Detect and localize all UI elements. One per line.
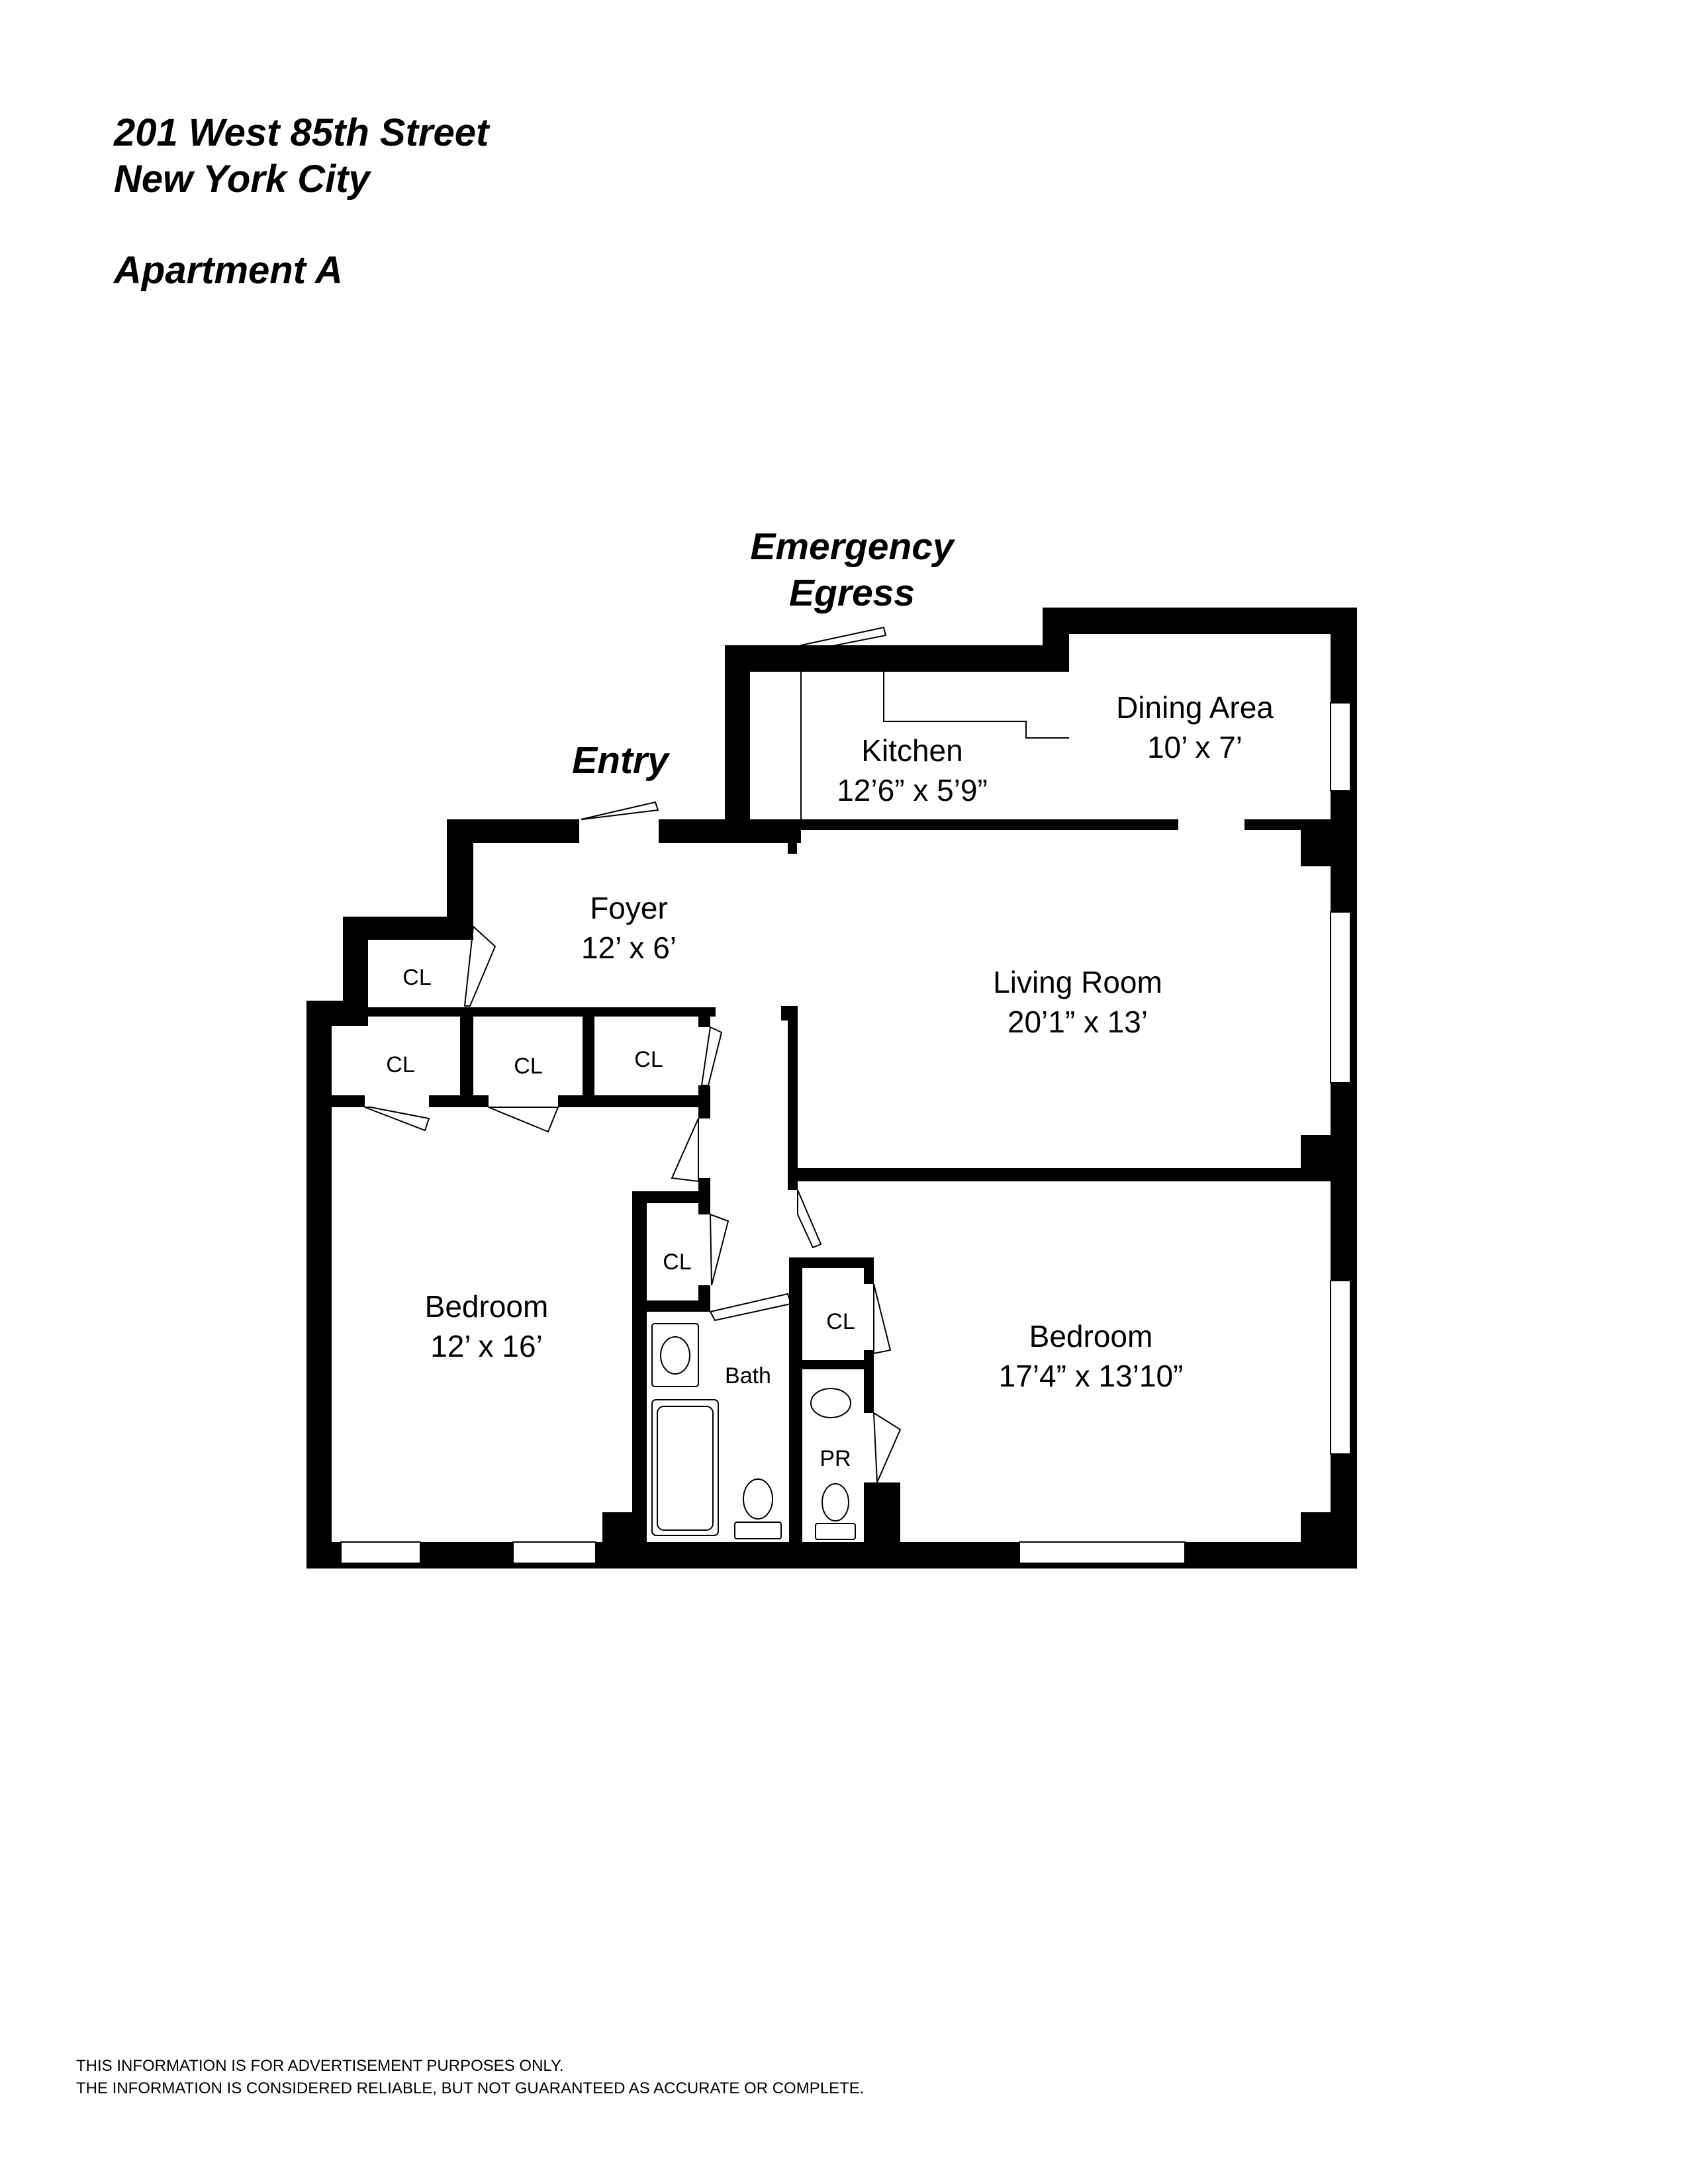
doors-and-fixtures: [364, 626, 1069, 1540]
door-closet-2: [488, 1107, 559, 1133]
bedroom-right-size: 17’4” x 13’10”: [999, 1359, 1184, 1393]
living-room-size: 20’1” x 13’: [1008, 1005, 1148, 1039]
wall-living-bedroom: [798, 1168, 1331, 1181]
wall-corridor-right-stub: [781, 1006, 789, 1021]
window-living: [1330, 911, 1351, 1083]
foyer-size: 12’ x 6’: [581, 931, 677, 965]
window-bedroom-east: [1330, 1280, 1351, 1455]
apartment-name: Apartment A: [114, 249, 343, 292]
wall-kitchen-living: [794, 819, 1178, 830]
wall-pr-west: [789, 1257, 802, 1542]
closet-label-pr: CL: [826, 1309, 855, 1334]
bath-tub-inner: [657, 1406, 714, 1531]
wall-corridor-right: [788, 1006, 798, 1190]
closet-label-bath: CL: [663, 1250, 691, 1275]
door-bedroom-right: [797, 1189, 822, 1249]
bath-sink: [660, 1336, 690, 1375]
door-entry: [581, 801, 659, 820]
wall-closets-div-2: [583, 1007, 594, 1107]
wall-bath-closet-east-1: [698, 1178, 710, 1214]
wall-closets-bottom-2: [429, 1095, 489, 1107]
wall-kitchen-living-east: [1244, 819, 1331, 830]
emergency-egress-label-2: Egress: [789, 572, 915, 614]
closet-label-2: CL: [514, 1054, 542, 1079]
door-closet-foyer: [463, 925, 496, 1007]
disclaimer-line-2: THE INFORMATION IS CONSIDERED RELIABLE, …: [76, 2079, 865, 2097]
pr-toilet-bowl: [821, 1483, 849, 1522]
wall-foyer-west: [447, 819, 473, 927]
door-emergency: [800, 626, 887, 653]
wall-bedroom-right-pier: [1301, 1512, 1331, 1545]
bath-toilet-bowl: [743, 1479, 773, 1520]
labels: Emergency Egress Entry Kitchen 12’6” x 5…: [386, 525, 1274, 1471]
wall-closets-bottom-3: [558, 1095, 710, 1107]
wall-kitchen-west: [725, 645, 750, 827]
wall-bath-pier: [602, 1512, 647, 1549]
bedroom-right-name: Bedroom: [1029, 1319, 1153, 1353]
wall-foyer-north-right: [659, 819, 801, 843]
wall-pr-east-bottom: [864, 1482, 900, 1545]
kitchen-name: Kitchen: [861, 733, 962, 768]
door-closet-bath: [709, 1213, 729, 1286]
wall-closets-bottom-1: [332, 1095, 365, 1107]
powder-room-name: PR: [820, 1446, 851, 1471]
wall-bath-closet-south: [647, 1300, 710, 1312]
disclaimer-line-1: THIS INFORMATION IS FOR ADVERTISEMENT PU…: [76, 2057, 564, 2075]
wall-pier-east-1: [1301, 830, 1331, 866]
bath-tub: [651, 1399, 719, 1536]
address-line: 201 West 85th Street: [114, 111, 489, 154]
wall-dining-step: [1043, 608, 1069, 672]
closet-label-foyer: CL: [402, 965, 431, 990]
pr-sink: [810, 1388, 851, 1418]
window-bedroom-right: [1019, 1541, 1186, 1564]
closet-label-3: CL: [634, 1047, 663, 1072]
wall-pr-closet-east: [864, 1257, 874, 1284]
wall-closets-east: [698, 1007, 710, 1027]
entry-label: Entry: [572, 739, 671, 782]
bath-toilet-tank: [734, 1522, 782, 1539]
pr-toilet-tank: [815, 1523, 856, 1540]
door-pr: [872, 1412, 902, 1483]
wall-kitchen-north: [725, 645, 1069, 672]
city-line: New York City: [114, 158, 370, 201]
bath-vanity: [651, 1323, 699, 1387]
wall-south: [306, 1542, 1357, 1569]
kitchen-counter: [883, 672, 1069, 739]
wall-corridor-left-stub: [788, 830, 797, 854]
window-dining: [1330, 702, 1351, 792]
closet-label-1: CL: [386, 1052, 414, 1077]
wall-pr-east-top: [864, 1350, 874, 1413]
windows: [340, 702, 1351, 1564]
wall-closets-east-2: [698, 1085, 710, 1118]
wall-pr-closet-north: [789, 1257, 874, 1268]
wall-north-dining: [1043, 608, 1357, 634]
wall-bath-north: [632, 1191, 710, 1203]
emergency-egress-label-1: Emergency: [750, 525, 956, 568]
window-bedroom-left-1: [340, 1541, 421, 1564]
door-bath: [709, 1293, 792, 1322]
dining-size: 10’ x 7’: [1147, 730, 1243, 764]
kitchen-size: 12’6” x 5’9”: [837, 773, 988, 807]
wall-bath-west: [632, 1191, 647, 1542]
door-bedroom-left: [671, 1118, 699, 1183]
bath-name: Bath: [725, 1363, 771, 1388]
door-closet-3: [700, 1026, 723, 1086]
door-closet-1: [364, 1107, 430, 1132]
bedroom-left-size: 12’ x 16’: [430, 1329, 543, 1363]
wall-closets-top: [332, 1007, 716, 1017]
wall-west: [306, 1001, 332, 1569]
wall-closets-div-1: [460, 1007, 473, 1107]
foyer-name: Foyer: [590, 891, 668, 925]
living-room-name: Living Room: [993, 965, 1162, 999]
bedroom-left-name: Bedroom: [425, 1289, 549, 1324]
wall-pr-closet-south: [802, 1360, 874, 1369]
door-closet-pr: [873, 1283, 892, 1355]
window-bedroom-left-2: [512, 1541, 596, 1564]
dining-name: Dining Area: [1116, 690, 1274, 725]
